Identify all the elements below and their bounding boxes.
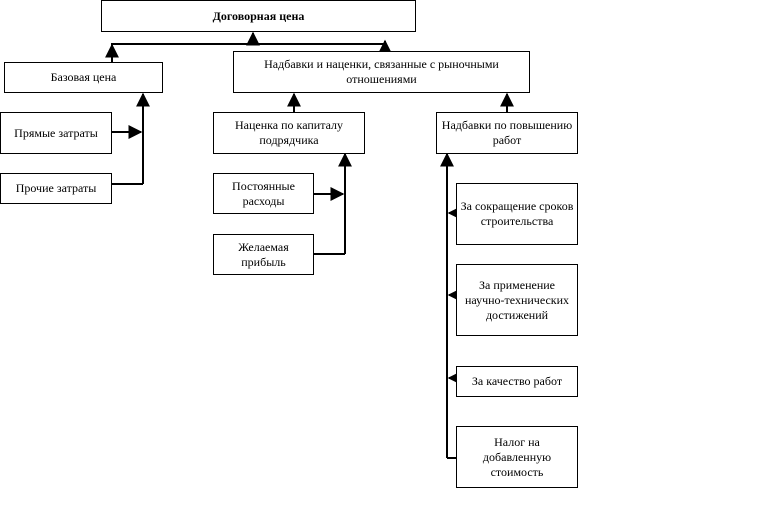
node-work-quality-label: За качество работ xyxy=(471,374,563,388)
node-market-markups: Надбавки и наценки, связанные с рыночным… xyxy=(233,51,530,93)
node-market-markups-label: Надбавки и наценки, связанные с рыночным… xyxy=(264,57,499,86)
node-fixed-expenses-label: Постоянные расходы xyxy=(232,178,295,208)
node-scientific-technical-achievements: За применение научно-технических достиже… xyxy=(456,264,578,336)
node-contractor-capital-markup: Наценка по капиталу подрядчика xyxy=(213,112,365,154)
node-contractor-capital-markup-label: Наценка по капиталу подрядчика xyxy=(234,118,344,147)
node-fixed-expenses: Постоянные расходы xyxy=(213,173,314,214)
node-direct-costs: Прямые затраты xyxy=(0,112,112,154)
node-quality-improvement-markups-label: Надбавки по повышению работ xyxy=(441,118,573,147)
node-desired-profit-label: Желаемая прибыль xyxy=(238,239,289,269)
node-contract-price: Договорная цена xyxy=(101,0,416,32)
node-direct-costs-label: Прямые затраты xyxy=(14,125,98,140)
node-base-price-label: Базовая цена xyxy=(50,70,117,84)
node-work-quality: За качество работ xyxy=(456,366,578,397)
node-construction-time-reduction: За сокращение сроков строительства xyxy=(456,183,578,245)
node-construction-time-reduction-label: За сокращение сроков строительства xyxy=(460,199,574,228)
node-base-price: Базовая цена xyxy=(4,62,163,93)
node-contract-price-label: Договорная цена xyxy=(212,8,305,23)
node-other-costs: Прочие затраты xyxy=(0,173,112,204)
node-quality-improvement-markups: Надбавки по повышению работ xyxy=(436,112,578,154)
node-desired-profit: Желаемая прибыль xyxy=(213,234,314,275)
node-value-added-tax-label: Налог на добавленную стоимость xyxy=(482,434,552,479)
node-value-added-tax: Налог на добавленную стоимость xyxy=(456,426,578,488)
node-other-costs-label: Прочие затраты xyxy=(15,181,97,195)
node-scientific-technical-achievements-label: За применение научно-технических достиже… xyxy=(464,277,570,322)
